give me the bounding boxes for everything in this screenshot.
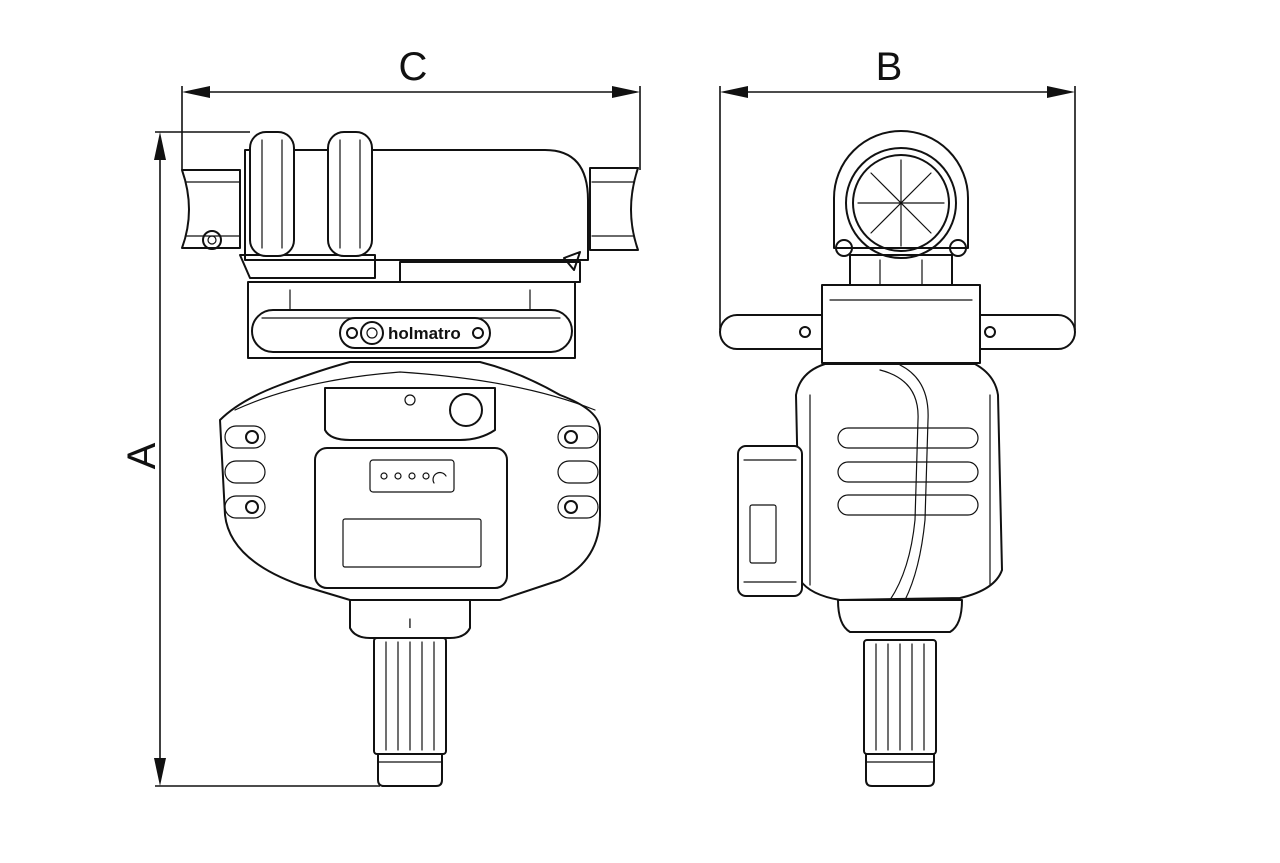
- brand-logo-text: holmatro: [388, 324, 461, 343]
- side-neck: [837, 599, 963, 633]
- dimension-a: A: [120, 131, 380, 787]
- neck: [349, 599, 471, 639]
- arrowhead-top: [154, 132, 166, 160]
- crossbar-handle: [719, 284, 1076, 364]
- main-body: [219, 361, 601, 601]
- clamp-knob-icon: [202, 230, 222, 250]
- control-knob-icon: [449, 393, 483, 427]
- arrowhead-left: [182, 86, 210, 98]
- battery-pack: [314, 447, 508, 589]
- battery-label: [342, 518, 482, 568]
- dimension-label-c: C: [399, 45, 428, 89]
- top-ring: [833, 130, 969, 286]
- arrowhead-left: [720, 86, 748, 98]
- holmatro-logo-icon: [360, 321, 384, 345]
- top-cylinder: [181, 131, 639, 283]
- left-grip: [224, 425, 266, 519]
- battery-indicator: [369, 459, 455, 493]
- arrowhead-right: [612, 86, 640, 98]
- dimension-b: B: [719, 45, 1076, 330]
- indicator-mark: I: [408, 615, 412, 631]
- side-body: [795, 363, 1003, 601]
- arrowhead-bottom: [154, 758, 166, 786]
- side-grip-handle: [863, 639, 937, 787]
- handle-band: holmatro: [247, 281, 576, 359]
- dimension-c: C: [181, 45, 641, 170]
- side-view: [719, 130, 1076, 787]
- grip-handle: [373, 637, 447, 787]
- dimension-label-b: B: [876, 45, 903, 89]
- right-grip: [557, 425, 599, 519]
- arrowhead-right: [1047, 86, 1075, 98]
- front-view: holmatro: [181, 131, 639, 787]
- side-battery: [737, 445, 803, 597]
- dimension-label-a: A: [120, 442, 164, 469]
